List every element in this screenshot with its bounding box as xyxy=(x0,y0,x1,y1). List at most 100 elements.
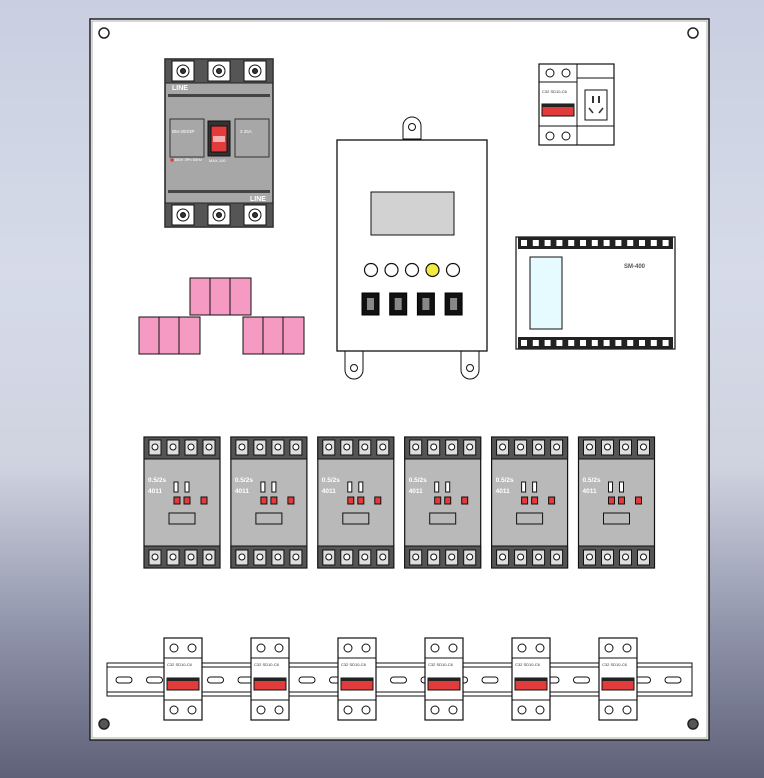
meter-pulse-indicator xyxy=(173,496,181,505)
meter-pulse-indicator xyxy=(461,496,469,505)
meter-terminal-screw xyxy=(466,553,474,561)
meter-terminal-screw xyxy=(187,443,195,451)
mcb-terminal-screw xyxy=(187,705,197,715)
plc-terminal-screw xyxy=(615,240,622,246)
meter-led xyxy=(260,481,266,493)
meter-led xyxy=(434,481,440,493)
selector-switch-knob xyxy=(367,298,374,310)
mcb-terminal-screw xyxy=(448,643,458,653)
meter-pulse-indicator xyxy=(548,496,556,505)
mcb-terminal-screw xyxy=(535,643,545,653)
mcb-text: C32 SD10-C6 xyxy=(254,662,280,667)
meter-terminal-top xyxy=(404,436,482,460)
meter-terminal-screw xyxy=(151,443,159,451)
din-rail-slot xyxy=(207,676,224,684)
plc-terminal-screw xyxy=(627,340,634,346)
plc-terminal-screw xyxy=(521,340,527,346)
meter-terminal-screw xyxy=(361,553,369,561)
din-rail-slot xyxy=(481,676,499,684)
mcb-terminal-screw xyxy=(622,705,632,715)
din-rail-slot xyxy=(146,676,163,684)
corner-hole-bottom-left xyxy=(98,718,110,730)
meter-terminal-screw xyxy=(169,553,177,561)
fuse-block-top xyxy=(189,277,252,316)
breaker-nameplate-right xyxy=(234,118,270,158)
plc-terminal-screw xyxy=(532,340,539,346)
meter-terminal-screw xyxy=(325,553,333,561)
meter-text-2: 4011 xyxy=(409,488,423,495)
mcb-terminal-screw xyxy=(604,643,614,653)
meter-terminal-top xyxy=(491,436,569,460)
plc-terminal-screw xyxy=(544,240,551,246)
din-rail-slot xyxy=(390,676,407,684)
miniature-circuit-breaker: C32 SD10-C6 xyxy=(424,637,464,721)
meter-text-1: 0.5/2s xyxy=(583,477,601,484)
meter-terminal-screw xyxy=(553,443,561,451)
mcb-terminal-screw xyxy=(169,643,179,653)
meter-terminal-screw xyxy=(535,443,543,451)
meter-terminal-screw xyxy=(499,553,507,561)
din-rail-slot xyxy=(298,676,316,684)
meter-text-2: 4011 xyxy=(235,488,249,495)
mcb-handle-edge xyxy=(341,678,373,681)
meter-terminal-screw xyxy=(412,443,420,451)
mcb-terminal-screw xyxy=(535,705,545,715)
meter-terminal-bottom xyxy=(230,545,308,569)
mcb-text: C32 SD10-C6 xyxy=(428,662,454,667)
meter-terminal-screw xyxy=(274,553,282,561)
din-rail-slot xyxy=(115,676,133,684)
plc-terminal-screw xyxy=(532,240,539,246)
meter-terminal-screw xyxy=(361,443,369,451)
indicator-lights xyxy=(363,262,461,278)
meter-terminal-bottom xyxy=(578,545,655,569)
meter-pulse-indicator xyxy=(531,496,539,505)
breaker-line-bottom-label: LINE xyxy=(250,196,266,203)
meter-pulse-indicator xyxy=(357,496,365,505)
mcb-terminal-screw xyxy=(187,643,197,653)
meter-terminal-screw xyxy=(238,443,246,451)
meter-terminal-screw xyxy=(256,443,264,451)
meter-display xyxy=(429,512,457,525)
meter-terminal-screw xyxy=(412,553,420,561)
plc-terminal-screw xyxy=(521,240,527,246)
energy-meter-row: 0.5/2s40110.5/2s40110.5/2s40110.5/2s4011… xyxy=(143,436,656,569)
mounting-plate-inner-edge xyxy=(91,20,708,739)
mcb-terminal-screw xyxy=(169,705,179,715)
meter-terminal-screw xyxy=(622,553,629,561)
meter-terminal-screw xyxy=(430,443,438,451)
plc-terminal-screw xyxy=(603,340,610,346)
meter-pulse-indicator xyxy=(444,496,452,505)
breaker-line-top-label: LINE xyxy=(172,85,188,92)
plc-module: SM-400 xyxy=(515,236,676,350)
meter-terminal-screw xyxy=(448,443,456,451)
meter-terminal-screw xyxy=(325,443,333,451)
meter-terminal-screw xyxy=(238,553,246,561)
plc-terminal-screw xyxy=(556,340,563,346)
meter-display xyxy=(255,512,283,525)
meter-terminal-screw xyxy=(274,443,282,451)
meter-text-1: 0.5/2s xyxy=(322,477,340,484)
meter-terminal-screw xyxy=(187,553,195,561)
meter-terminal-screw xyxy=(151,553,159,561)
din-rail xyxy=(106,662,693,697)
meter-pulse-indicator xyxy=(608,496,615,505)
mcb-terminal-screw xyxy=(361,705,371,715)
breaker-nameplate-left xyxy=(169,118,205,158)
meter-terminal-screw xyxy=(343,553,351,561)
meter-text-2: 4011 xyxy=(583,488,597,495)
meter-terminal-screw xyxy=(343,443,351,451)
meter-terminal-screw xyxy=(466,443,474,451)
plc-terminal-screw xyxy=(568,240,575,246)
mcb-terminal-screw xyxy=(274,643,284,653)
controller-enclosure xyxy=(336,116,488,380)
meter-terminal-screw xyxy=(205,553,213,561)
mcb-text: C32 SD10-C6 xyxy=(515,662,541,667)
terminal-screws-top xyxy=(171,60,267,82)
breaker-indicator-dot xyxy=(170,158,174,162)
meter-pulse-indicator xyxy=(434,496,442,505)
mcb-terminal-screw xyxy=(448,705,458,715)
mcb-terminal-screw xyxy=(604,705,614,715)
